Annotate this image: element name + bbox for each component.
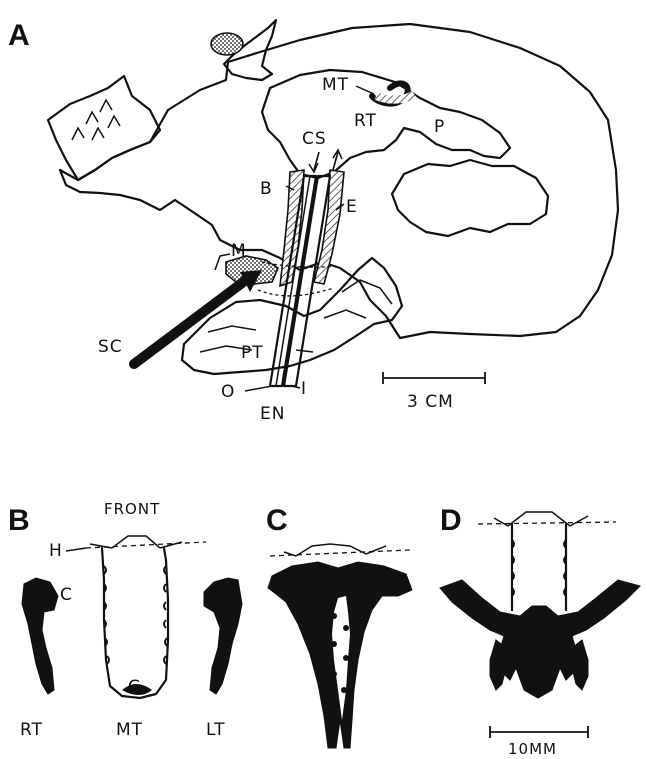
label-front: FRONT (104, 500, 160, 518)
mt-outline (102, 548, 168, 698)
scale-bar-a: 3 CM (383, 372, 485, 412)
label-rt-b: RT (20, 720, 43, 740)
rt-curl (376, 94, 414, 100)
mt-top-left (90, 544, 112, 548)
rt-shape (22, 578, 58, 694)
sc-rod (134, 280, 246, 364)
label-p: P (434, 117, 445, 137)
pt-inner-2 (324, 310, 366, 318)
d-top-right (570, 516, 588, 526)
d-bumps (512, 540, 566, 596)
label-m: M (231, 241, 247, 261)
label-sc: SC (98, 337, 123, 357)
d-dashed-line (478, 522, 616, 524)
mt-bumps (104, 566, 167, 664)
label-mt-b: MT (116, 720, 143, 740)
mt-top-chevron (112, 536, 160, 548)
d-column (512, 524, 566, 610)
label-c-top: C (60, 585, 73, 605)
panel-b: B FRONT H C C RT MT LT (8, 500, 242, 740)
label-pt: PT (241, 343, 264, 363)
label-i: I (301, 379, 307, 399)
label-en: EN (260, 404, 285, 424)
panel-a-letter: A (8, 19, 30, 52)
i-leader (292, 386, 300, 388)
pt-inner-1 (342, 280, 392, 304)
pt-leader (296, 350, 313, 352)
label-o: O (221, 382, 235, 402)
panel-b-letter: B (8, 504, 30, 537)
scale-bar-d-label: 10MM (508, 740, 557, 758)
h-leader (66, 548, 86, 551)
lt-shape (204, 578, 242, 694)
d-right-foot (572, 640, 588, 690)
stippled-nodule (211, 33, 243, 55)
pt-inner-3 (208, 326, 256, 332)
label-e: E (346, 197, 358, 217)
d-left-foot (490, 640, 506, 690)
panel-d: D 10MM (440, 504, 640, 758)
label-mt: MT (322, 75, 349, 95)
label-rt: RT (354, 111, 377, 131)
label-b: B (260, 179, 273, 199)
cloud-structure (392, 160, 548, 236)
c-top-right (366, 546, 386, 554)
mt-top-right (160, 542, 182, 548)
d-top-left (494, 518, 508, 526)
label-cs: CS (302, 129, 327, 149)
teeth (72, 100, 120, 140)
label-lt-b: LT (206, 720, 226, 740)
scale-bar-d: 10MM (490, 726, 588, 758)
panel-c: C (266, 504, 412, 748)
panel-d-letter: D (440, 504, 462, 537)
scale-bar-a-label: 3 CM (407, 392, 454, 412)
label-c-bottom: C (128, 677, 141, 697)
panel-a: A (8, 19, 618, 424)
mt-leader (356, 86, 374, 94)
cs-arrow-in-head (309, 163, 318, 172)
panel-c-letter: C (266, 504, 288, 537)
upper-jaw (48, 76, 160, 180)
o-leader (245, 386, 272, 391)
label-h: H (49, 541, 63, 561)
